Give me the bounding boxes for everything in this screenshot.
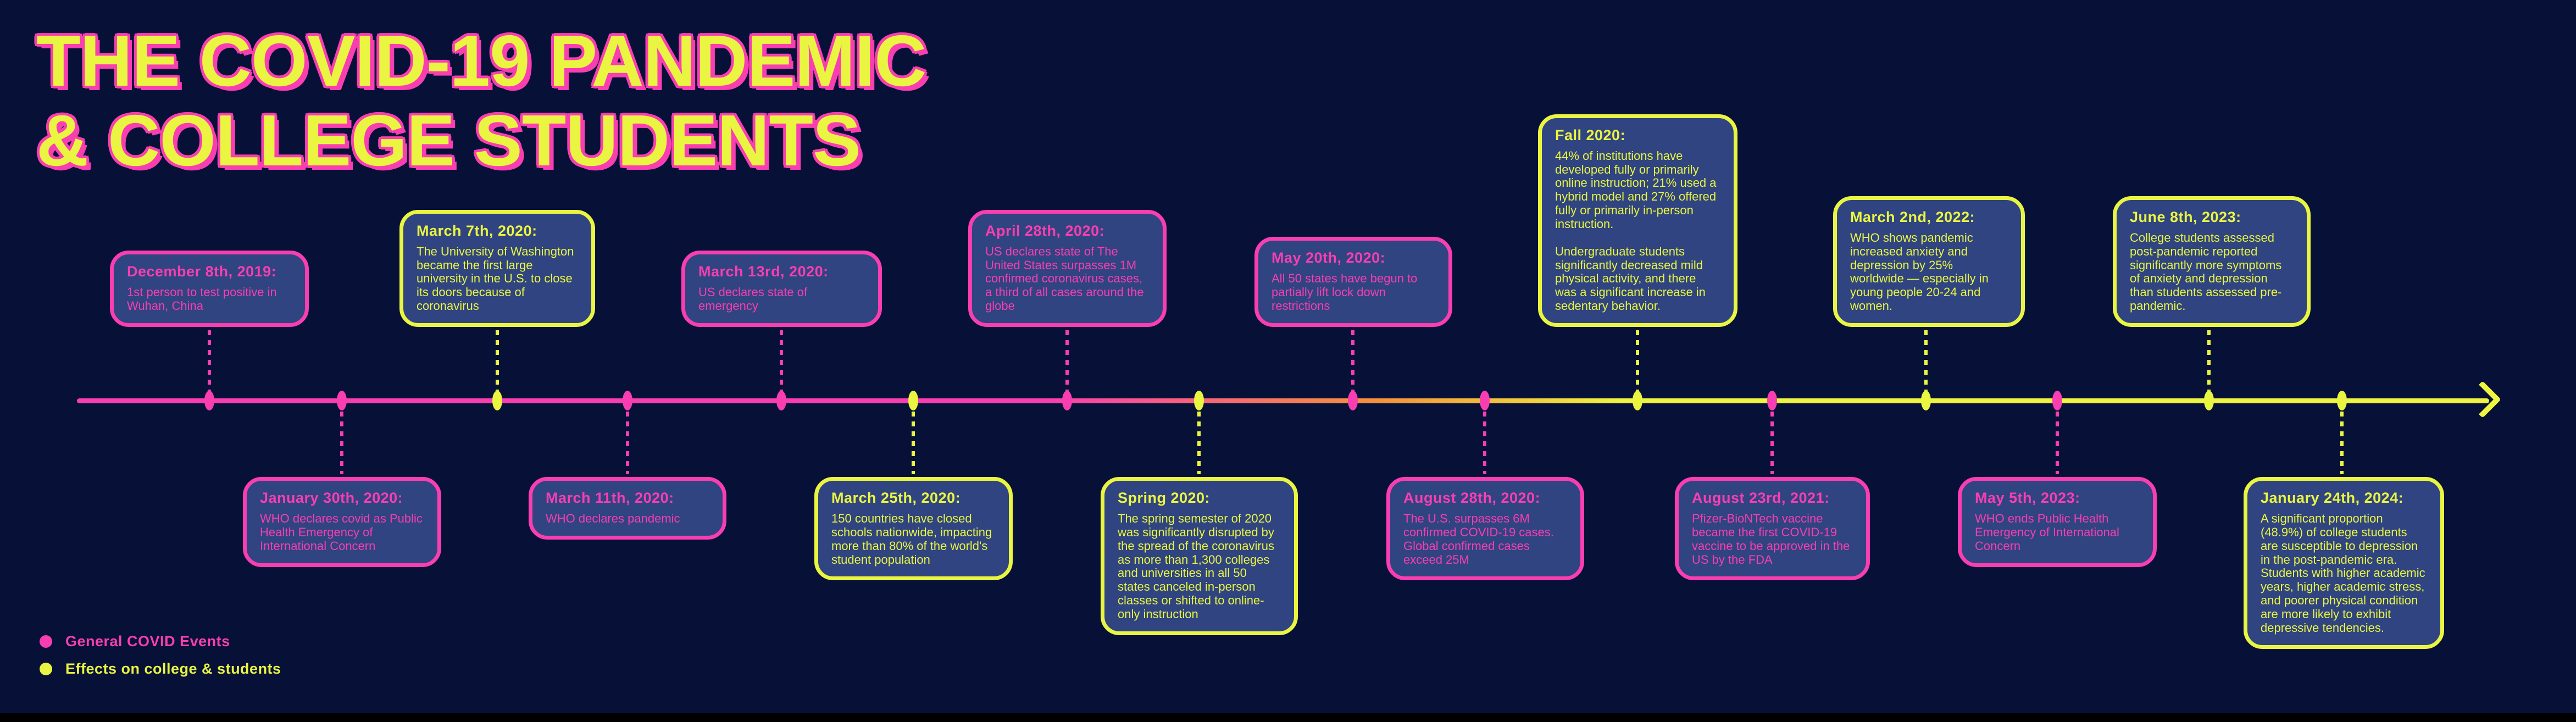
event-connector [780,330,783,391]
event-text: WHO ends Public Health Emergency of Inte… [1975,512,2119,553]
event-box-mar-25-2020: March 25th, 2020: 150 countries have clo… [814,477,1013,581]
event-date: January 30th, 2020: [260,490,403,506]
event-box-aug-23-2021: August 23rd, 2021: Pfizer-BioNTech vacci… [1675,477,1870,581]
timeline-dot-general [1480,391,1490,410]
event-text: The U.S. surpasses 6M confirmed COVID-19… [1403,512,1554,567]
event-box-aug-28-2020: August 28th, 2020: The U.S. surpasses 6M… [1386,477,1584,581]
event-text: 150 countries have closed schools nation… [831,512,992,567]
timeline-dot-general [1062,391,1072,410]
event-box-mar-13-2020: March 13rd, 2020: US declares state of e… [681,251,882,327]
event-date: March 11th, 2020: [546,490,674,506]
page-title-line1: THE COVID-19 PANDEMIC [36,20,926,101]
timeline-dot-general [204,391,214,410]
timeline-dot-general [776,391,786,410]
event-date: April 28th, 2020: [985,222,1105,239]
event-box-fall-2020: Fall 2020: 44% of institutions have deve… [1538,114,1737,327]
event-date: May 20th, 2020: [1272,249,1386,266]
timeline-dot-college [2337,391,2347,410]
event-box-jan-30-2020: January 30th, 2020: WHO declares covid a… [243,477,441,567]
event-date: August 28th, 2020: [1403,490,1541,506]
event-connector [626,412,629,474]
event-text: US declares state of The United States s… [985,244,1144,313]
event-box-dec-8-2019: December 8th, 2019: 1st person to test p… [110,251,309,327]
timeline-dot-college [492,391,502,410]
legend-item-effects-on-college: Effects on college & students [40,660,281,677]
event-date: Fall 2020: [1555,126,1626,143]
event-text: College students assessed post-pandemic … [2130,230,2282,313]
timeline-dot-general [1767,391,1777,410]
event-connector [1636,330,1639,391]
legend-dot-pink-icon [40,635,52,648]
event-date: Spring 2020: [1118,490,1211,506]
event-text: All 50 states have begun to partially li… [1272,271,1418,313]
event-connector [208,330,211,391]
bottom-edge-bar [0,713,2576,722]
event-connector [1065,330,1069,391]
event-connector [1351,330,1354,391]
legend-dot-yellow-icon [40,663,52,675]
timeline-dot-general [623,391,632,410]
event-date: August 23rd, 2021: [1692,490,1830,506]
timeline-dot-general [2052,391,2062,410]
event-box-mar-11-2020: March 11th, 2020: WHO declares pandemic [529,477,726,540]
event-box-spring-2020: Spring 2020: The spring semester of 2020… [1101,477,1298,635]
event-date: May 5th, 2023: [1975,490,2080,506]
timeline-dot-general [1348,391,1358,410]
event-connector [1197,412,1201,474]
event-text: A significant proportion (48.9%) of coll… [2261,512,2425,635]
event-text: WHO shows pandemic increased anxiety and… [1850,230,1989,313]
event-connector [1483,412,1486,474]
event-connector [2207,330,2211,391]
event-date: January 24th, 2024: [2261,490,2404,506]
event-connector [340,412,343,474]
timeline-dot-college [1633,391,1642,410]
event-box-mar-7-2020: March 7th, 2020: The University of Washi… [399,209,595,327]
event-date: March 25th, 2020: [831,490,961,506]
event-text: 44% of institutions have developed fully… [1555,148,1717,313]
event-connector [496,330,499,391]
event-text: The University of Washington became the … [417,244,574,313]
legend-item-general-covid-events: General COVID Events [40,633,230,650]
timeline-axis [77,398,2489,403]
page-title: THE COVID-19 PANDEMIC & COLLEGE STUDENTS [36,20,926,181]
event-date: March 13rd, 2020: [698,263,829,280]
event-box-mar-2-2022: March 2nd, 2022: WHO shows pandemic incr… [1833,196,2025,327]
event-date: March 7th, 2020: [417,222,537,239]
event-text: US declares state of emergency [698,285,808,313]
timeline-dot-general [337,391,347,410]
timeline-dot-college [1194,391,1204,410]
timeline-dot-college [2204,391,2214,410]
event-text: WHO declares pandemic [546,512,680,525]
page-title-line2: & COLLEGE STUDENTS [36,100,861,181]
event-date: June 8th, 2023: [2130,208,2241,225]
event-connector [2056,412,2059,474]
event-text: 1st person to test positive in Wuhan, Ch… [127,285,277,313]
event-box-apr-28-2020: April 28th, 2020: US declares state of T… [968,209,1167,327]
timeline-arrow-icon [2464,381,2501,418]
timeline-dot-college [1921,391,1931,410]
event-connector [1924,330,1928,391]
event-box-jun-8-2023: June 8th, 2023: College students assesse… [2113,196,2311,327]
event-box-may-5-2023: May 5th, 2023: WHO ends Public Health Em… [1958,477,2157,567]
event-text: WHO declares covid as Public Health Emer… [260,512,423,553]
legend-label: Effects on college & students [65,660,281,677]
timeline-dot-college [908,391,918,410]
event-date: March 2nd, 2022: [1850,208,1975,225]
legend-label: General COVID Events [65,633,230,649]
event-connector [2340,412,2344,474]
event-connector [1770,412,1774,474]
event-date: December 8th, 2019: [127,263,277,280]
event-box-jan-24-2024: January 24th, 2024: A significant propor… [2244,477,2444,649]
event-connector [912,412,915,474]
event-box-may-20-2020: May 20th, 2020: All 50 states have begun… [1254,237,1452,327]
event-text: The spring semester of 2020 was signific… [1118,512,1274,621]
event-text: Pfizer-BioNTech vaccine became the first… [1692,512,1850,567]
